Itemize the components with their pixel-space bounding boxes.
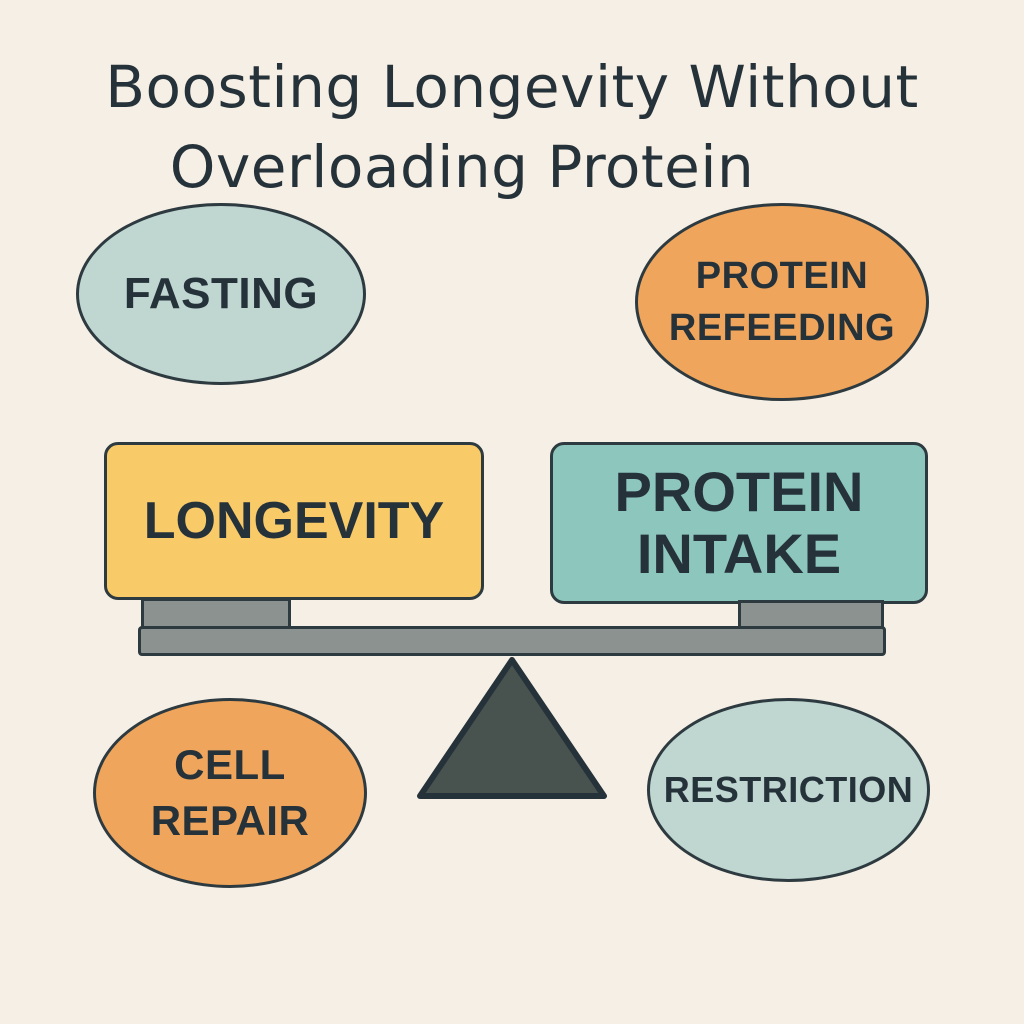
protein-intake-box: PROTEIN INTAKE [550, 442, 928, 604]
longevity-box: LONGEVITY [104, 442, 484, 600]
restriction-label: RESTRICTION [663, 769, 914, 810]
title-line-2: Overloading Protein [169, 132, 755, 201]
fasting-label: FASTING [123, 269, 319, 318]
balance-beam [138, 626, 886, 656]
cell-repair-bubble: CELL REPAIR [93, 698, 367, 888]
longevity-label: LONGEVITY [143, 492, 445, 550]
protein-refeeding-bubble: PROTEIN REFEEDING [635, 203, 929, 401]
protein-refeeding-label-line-2: REFEEDING [668, 307, 896, 349]
cell-repair-label-line-1: CELL [174, 741, 286, 788]
fulcrum-triangle [417, 657, 607, 799]
protein-refeeding-label-line-1: PROTEIN [695, 255, 869, 297]
title-line-1: Boosting Longevity Without [105, 52, 919, 121]
protein-intake-label-line-2: INTAKE [636, 522, 842, 585]
fasting-bubble: FASTING [76, 203, 366, 385]
diagram-title: Boosting Longevity Without Overloading P… [0, 47, 1024, 207]
protein-intake-label-line-1: PROTEIN [614, 460, 864, 523]
restriction-bubble: RESTRICTION [647, 698, 930, 882]
right-weight-block [738, 600, 884, 630]
cell-repair-label-line-2: REPAIR [150, 797, 310, 844]
